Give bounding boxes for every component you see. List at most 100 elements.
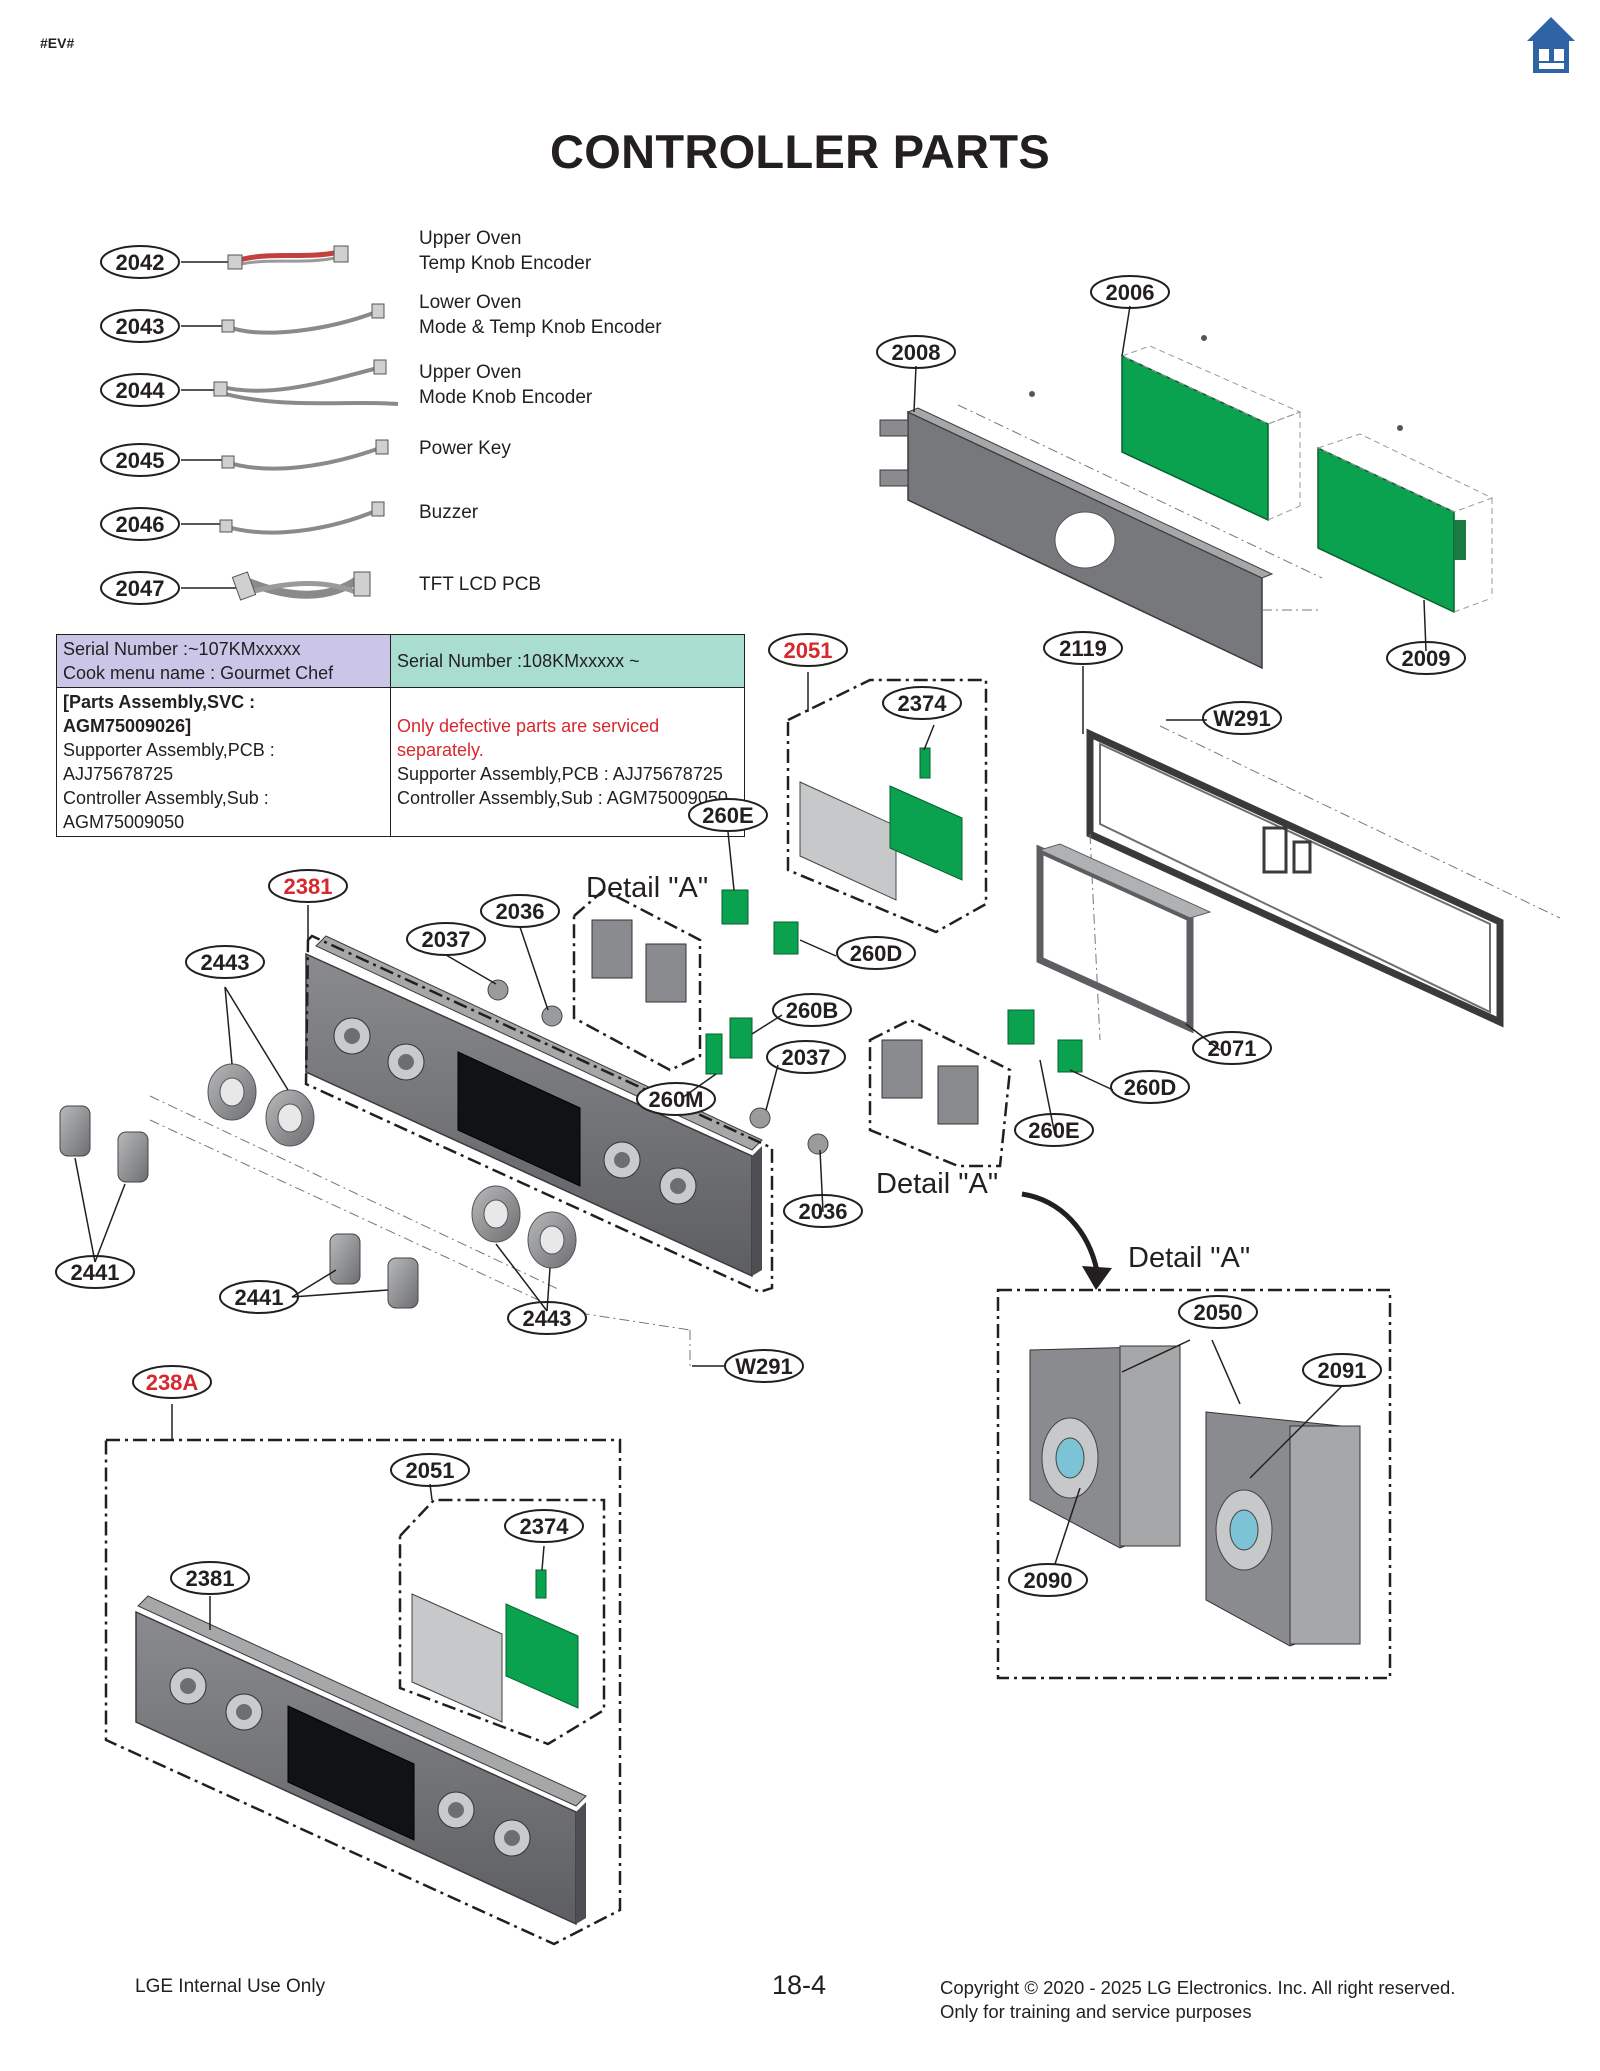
balloon-2036: 2036 (480, 894, 560, 928)
balloon-2443: 2443 (507, 1301, 587, 1335)
svg-text:260D: 260D (1124, 1075, 1177, 1100)
wire-2045 (181, 439, 389, 471)
detail-a-label-top: Detail "A" (586, 872, 709, 904)
detail-a-housings-upper (572, 888, 702, 1072)
footer-internal-use: LGE Internal Use Only (135, 1976, 326, 1997)
wire-2042 (181, 245, 349, 270)
sub-pcb-2009 (1316, 433, 1494, 614)
balloon-238A: 238A (132, 1365, 212, 1399)
balloon-2090: 2090 (1008, 1563, 1088, 1597)
svg-text:260B: 260B (786, 998, 839, 1023)
svg-text:2045: 2045 (116, 448, 165, 473)
page-number: 18-4 (772, 1970, 827, 2000)
svg-text:2008: 2008 (892, 340, 941, 365)
balloon-2047: 2047 (100, 571, 180, 605)
assembly-238A (104, 1404, 622, 1946)
svg-text:2043: 2043 (116, 314, 165, 339)
detail-a-label-box: Detail "A" (1128, 1242, 1251, 1274)
screws-top (1029, 335, 1403, 431)
wire-label-2046: Buzzer (419, 502, 479, 523)
balloon-2381: 2381 (268, 869, 348, 903)
footer-copyright: Copyright © 2020 - 2025 LG Electronics. … (940, 1977, 1456, 2022)
wire-2047 (181, 571, 371, 601)
svg-text:2051: 2051 (784, 638, 833, 663)
page-title: CONTROLLER PARTS (549, 125, 1051, 178)
wire-2043 (181, 303, 385, 335)
svg-text:2037: 2037 (422, 927, 471, 952)
balloon-2051: 2051 (768, 633, 848, 667)
balloon-260E: 260E (688, 798, 768, 832)
svg-text:2071: 2071 (1208, 1036, 1257, 1061)
svg-text:W291: W291 (1213, 706, 1270, 731)
svg-text:2119: 2119 (1059, 636, 1107, 661)
pcb-bracket-2008 (879, 404, 1323, 670)
wire-label-2045: Power Key (419, 438, 511, 459)
svg-text:260M: 260M (648, 1087, 703, 1112)
balloon-W291: W291 (1202, 701, 1282, 735)
balloon-260M: 260M (636, 1082, 716, 1116)
svg-text:260E: 260E (1028, 1118, 1079, 1143)
knob-rings-2443 (207, 1063, 577, 1269)
detail-arrow-head (1082, 1266, 1112, 1290)
svg-text:2036: 2036 (496, 899, 545, 924)
detail-a-label-bottom: Detail "A" (876, 1168, 999, 1200)
svg-text:2037: 2037 (782, 1045, 831, 1070)
balloon-260B: 260B (772, 993, 852, 1027)
balloon-callouts: 2042204320442045204620472006200820092119… (55, 245, 1466, 1597)
svg-text:2047: 2047 (116, 576, 165, 601)
table-cell-old-parts: [Parts Assembly,SVC : AGM75009026] Suppo… (56, 687, 391, 837)
svg-text:260E: 260E (702, 803, 753, 828)
balloon-2050: 2050 (1178, 1295, 1258, 1329)
svg-text:238A: 238A (146, 1370, 199, 1395)
svg-text:2381: 2381 (186, 1566, 235, 1591)
subassembly-2051-box (786, 678, 988, 934)
wire-label-2047: TFT LCD PCB (419, 574, 542, 595)
balloon-2443: 2443 (185, 945, 265, 979)
balloon-2441: 2441 (219, 1280, 299, 1314)
balloon-2008: 2008 (876, 335, 956, 369)
balloon-2045: 2045 (100, 443, 180, 477)
balloon-2044: 2044 (100, 373, 180, 407)
svg-text:260D: 260D (850, 941, 903, 966)
svg-text:2443: 2443 (201, 950, 250, 975)
encoder-shafts (487, 979, 829, 1155)
svg-text:2441: 2441 (235, 1285, 284, 1310)
balloon-2441: 2441 (55, 1255, 135, 1289)
balloon-2046: 2046 (100, 507, 180, 541)
frame-2119 (1086, 725, 1561, 1041)
svg-text:2006: 2006 (1106, 280, 1155, 305)
detail-a-box (996, 1288, 1392, 1680)
balloon-2091: 2091 (1302, 1353, 1382, 1387)
table-cell-new-parts: Only defective parts are serviced separa… (390, 687, 745, 837)
svg-text:2044: 2044 (116, 378, 166, 403)
svg-text:2374: 2374 (898, 691, 948, 716)
window-frame-2071 (1036, 843, 1212, 1034)
balloon-260D: 260D (1110, 1070, 1190, 1104)
balloon-W291: W291 (724, 1349, 804, 1383)
main-pcb-2006 (1120, 345, 1302, 522)
svg-text:2090: 2090 (1024, 1568, 1073, 1593)
wire-2046 (181, 501, 385, 535)
balloon-2043: 2043 (100, 309, 180, 343)
wire-2044 (181, 359, 399, 406)
balloon-2374: 2374 (882, 686, 962, 720)
leader-lines (74, 305, 1427, 1367)
svg-text:2381: 2381 (284, 874, 333, 899)
svg-text:2441: 2441 (71, 1260, 120, 1285)
home-icon[interactable] (1525, 15, 1577, 75)
svg-text:W291: W291 (735, 1354, 792, 1379)
detail-a-housings-lower (868, 1018, 1012, 1168)
balloon-2051: 2051 (390, 1453, 470, 1487)
svg-text:2091: 2091 (1318, 1358, 1367, 1383)
page-tag: #EV# (40, 35, 75, 51)
balloon-2119: 2119 (1043, 631, 1123, 665)
table-header-new-serial: Serial Number :108KMxxxxx ~ (390, 634, 745, 688)
balloon-2006: 2006 (1090, 275, 1170, 309)
svg-text:2050: 2050 (1194, 1300, 1243, 1325)
